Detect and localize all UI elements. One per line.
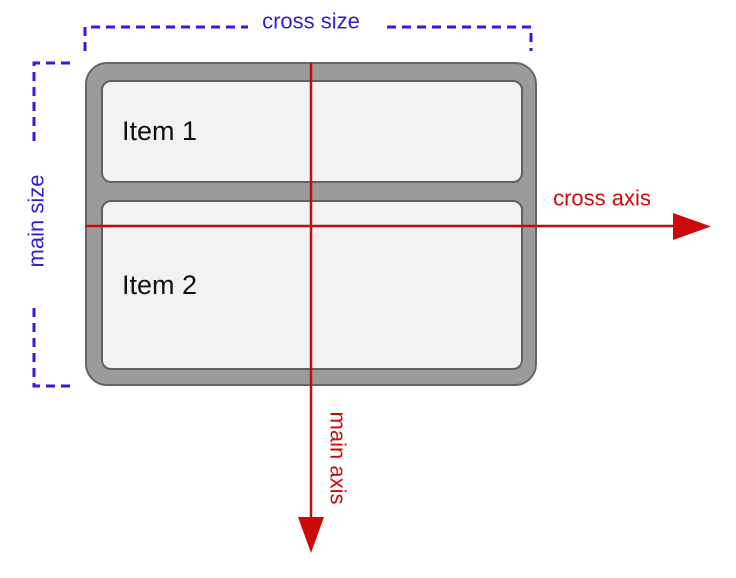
flex-item-2: Item 2: [101, 200, 523, 370]
main-axis-label: main axis: [325, 411, 351, 505]
cross-axis-arrowhead-icon: [673, 213, 711, 240]
main-size-label: main size: [23, 174, 49, 268]
cross-axis-label: cross axis: [553, 185, 651, 211]
cross-size-label: cross size: [262, 8, 360, 34]
flex-item-2-label: Item 2: [122, 269, 198, 300]
flex-item-1-label: Item 1: [122, 116, 198, 146]
main-axis-arrowhead-icon: [298, 517, 324, 553]
flex-item-1: Item 1: [101, 80, 523, 183]
